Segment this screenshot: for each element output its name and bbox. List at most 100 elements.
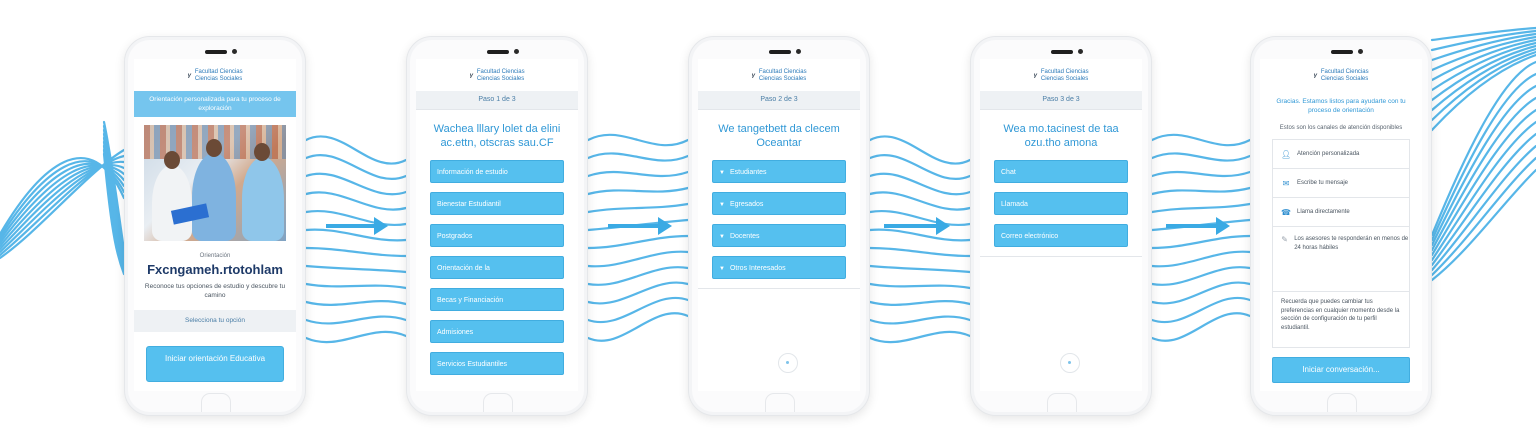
option-label: Otros Interesados	[729, 265, 786, 272]
decorative-wave-line	[586, 297, 690, 323]
home-button[interactable]	[483, 393, 513, 412]
decorative-wave-line	[586, 202, 690, 214]
caret-down-icon: ▼	[719, 170, 725, 176]
intro-subtitle: Orientación	[199, 253, 231, 259]
phone-step-3: ᵞ Facultad Ciencias Ciencias Sociales Pa…	[970, 36, 1152, 416]
option-button[interactable]: Becas y Financiación	[430, 288, 564, 311]
decorative-wave-line	[1430, 120, 1536, 262]
start-button[interactable]: Iniciar orientación Educativa	[146, 346, 284, 382]
caret-down-icon: ▼	[719, 234, 725, 240]
decorative-wave-line	[586, 170, 690, 178]
logo-line-2: Ciencias Sociales	[758, 76, 807, 82]
decorative-wave-line	[304, 228, 408, 242]
option-button[interactable]: Postgrados	[430, 224, 564, 247]
option-button[interactable]: Información de estudio	[430, 160, 564, 183]
decorative-wave-line	[868, 172, 972, 196]
decorative-wave-line	[1430, 168, 1536, 282]
contact-row-phone[interactable]: ☎︎ Llama directamente	[1273, 198, 1409, 227]
decorative-wave-line	[868, 209, 972, 227]
home-button[interactable]	[1327, 393, 1357, 412]
screen-step-3: ᵞ Facultad Ciencias Ciencias Sociales Pa…	[980, 59, 1142, 391]
decorative-wave-line	[1150, 170, 1252, 178]
logo-line-1: Facultad Ciencias	[1040, 69, 1089, 75]
home-button[interactable]	[765, 393, 795, 412]
step-question: We tangetbett da clecem Oceantar	[718, 123, 840, 149]
decorative-wave-line	[586, 281, 690, 305]
intro-title: Fxcngameh.rtotohlam	[147, 262, 283, 277]
option-button[interactable]: Bienestar Estudiantil	[430, 192, 564, 215]
phone-camera	[514, 49, 519, 54]
decorative-wave-line	[1430, 156, 1536, 277]
decorative-wave-line	[1430, 53, 1536, 132]
option-label: Llamada	[1001, 201, 1028, 208]
page-dot	[1060, 353, 1080, 373]
decorative-wave-line	[1150, 281, 1252, 305]
decorative-wave-line	[102, 152, 126, 276]
phone-speaker	[487, 50, 509, 54]
intro-select-strip[interactable]: Selecciona tu opción	[134, 310, 296, 332]
decorative-wave-line	[304, 172, 408, 196]
decorative-wave-line	[586, 250, 690, 268]
decorative-wave-line	[1150, 186, 1252, 196]
contact-row-chat[interactable]: ✉︎ Escribe tu mensaje	[1273, 169, 1409, 198]
option-button[interactable]: ▼Docentes	[712, 224, 846, 247]
phone-step-2: ᵞ Facultad Ciencias Ciencias Sociales Pa…	[688, 36, 870, 416]
option-button[interactable]: Llamada	[994, 192, 1128, 215]
decorative-wave-line	[304, 135, 408, 165]
decorative-wave-line	[0, 154, 126, 257]
caret-down-icon: ▼	[719, 202, 725, 208]
info-note: Recuerda que puedes cambiar tus preferen…	[1272, 292, 1410, 348]
screen-intro: ᵞ Facultad Ciencias Ciencias Sociales Or…	[134, 59, 296, 391]
option-button[interactable]: Orientación de la	[430, 256, 564, 279]
step-indicator: Paso 2 de 3	[698, 91, 860, 110]
final-heading: Gracias. Estamos listos para ayudarte co…	[1276, 98, 1406, 114]
phone-intro: ᵞ Facultad Ciencias Ciencias Sociales Or…	[124, 36, 306, 416]
students-photo	[144, 125, 286, 241]
home-button[interactable]	[1047, 393, 1077, 412]
logo-line-2: Ciencias Sociales	[1320, 76, 1369, 82]
logo-mark-icon: ᵞ	[1033, 71, 1037, 81]
decorative-wave-line	[586, 152, 690, 162]
decorative-wave-line	[1430, 84, 1536, 247]
brand-logo: ᵞ Facultad Ciencias Ciencias Sociales	[1260, 63, 1422, 89]
option-button[interactable]: ▼Egresados	[712, 192, 846, 215]
contact-row-person[interactable]: 👤︎ Atención personalizada	[1273, 140, 1409, 169]
decorative-wave-line	[304, 154, 408, 180]
decorative-wave-line	[586, 133, 690, 147]
option-label: Chat	[1001, 169, 1016, 176]
arrow-right-icon	[658, 217, 672, 235]
decorative-wave-line	[1430, 108, 1536, 257]
decorative-wave-line	[586, 266, 690, 286]
decorative-wave-line	[1430, 132, 1536, 267]
decorative-wave-line	[1150, 152, 1252, 162]
phone-icon: ☎︎	[1281, 207, 1291, 217]
option-label: Servicios Estudiantiles	[437, 361, 508, 368]
decorative-wave-line	[1150, 266, 1252, 286]
option-label: Bienestar Estudiantil	[437, 201, 501, 208]
phone-camera	[1078, 49, 1083, 54]
option-button[interactable]: Servicios Estudiantiles	[430, 352, 564, 375]
contact-row-feather: ✎︎ Los asesores te responderán en menos …	[1273, 227, 1409, 292]
start-conversation-button[interactable]: Iniciar conversación...	[1272, 357, 1410, 383]
decorative-wave-line	[868, 315, 972, 325]
option-label: Correo electrónico	[1001, 233, 1059, 240]
option-button[interactable]: ▼Estudiantes	[712, 160, 846, 183]
logo-line-1: Facultad Ciencias	[476, 69, 525, 75]
decorative-wave-line	[868, 228, 972, 242]
option-button[interactable]: Correo electrónico	[994, 224, 1128, 247]
home-button[interactable]	[201, 393, 231, 412]
phone-speaker	[1051, 50, 1073, 54]
decorative-wave-line	[304, 282, 408, 290]
decorative-wave-line	[1150, 250, 1252, 268]
feather-icon: ✎︎	[1281, 235, 1288, 244]
page-dot	[778, 353, 798, 373]
option-button[interactable]: ▼Otros Interesados	[712, 256, 846, 279]
option-button[interactable]: Admisiones	[430, 320, 564, 343]
phone-camera	[232, 49, 237, 54]
phone-speaker	[205, 50, 227, 54]
decorative-wave-line	[1150, 297, 1252, 323]
screen-step-1: ᵞ Facultad Ciencias Ciencias Sociales Pa…	[416, 59, 578, 391]
option-button[interactable]: Chat	[994, 160, 1128, 183]
